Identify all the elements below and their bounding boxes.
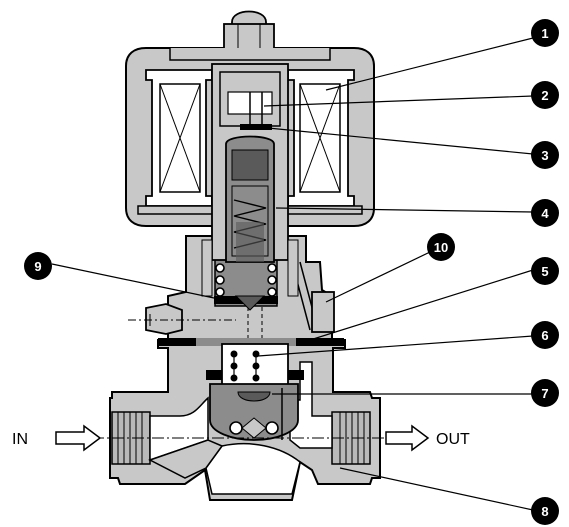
callout-4: 4	[531, 199, 559, 227]
callout-8-number: 8	[541, 504, 548, 519]
callout-5: 5	[531, 257, 559, 285]
main-piston	[206, 343, 304, 441]
leader-lines	[51, 37, 534, 511]
callout-10-number: 10	[434, 240, 448, 255]
body-web	[148, 439, 224, 479]
o-rings	[215, 263, 277, 297]
callout-6: 6	[531, 321, 559, 349]
inlet-label: IN	[12, 431, 28, 448]
callout-7: 7	[531, 379, 559, 407]
pilot-screw	[145, 303, 183, 335]
callout-8: 8	[531, 497, 559, 525]
callout-1-number: 1	[541, 26, 548, 41]
callout-7-number: 7	[541, 386, 548, 401]
plunger-spring	[233, 199, 267, 249]
callout-9: 9	[24, 252, 52, 280]
callout-5-number: 5	[541, 264, 548, 279]
callout-6-number: 6	[541, 328, 548, 343]
callout-1: 1	[531, 19, 559, 47]
outlet-label: OUT	[436, 431, 470, 448]
armature-assembly	[201, 63, 299, 311]
callout-3-number: 3	[541, 148, 548, 163]
inlet-arrow	[55, 424, 102, 452]
callout-10: 10	[427, 233, 455, 261]
callout-3: 3	[531, 141, 559, 169]
lower-cavity	[205, 443, 301, 495]
callout-2-number: 2	[541, 88, 548, 103]
callout-4-number: 4	[541, 206, 549, 221]
outlet-arrow	[385, 424, 430, 452]
gland-nut	[223, 23, 275, 51]
callout-9-number: 9	[34, 259, 41, 274]
cable-gland	[169, 10, 331, 61]
callout-2: 2	[531, 81, 559, 109]
clamp-ring	[311, 291, 335, 333]
